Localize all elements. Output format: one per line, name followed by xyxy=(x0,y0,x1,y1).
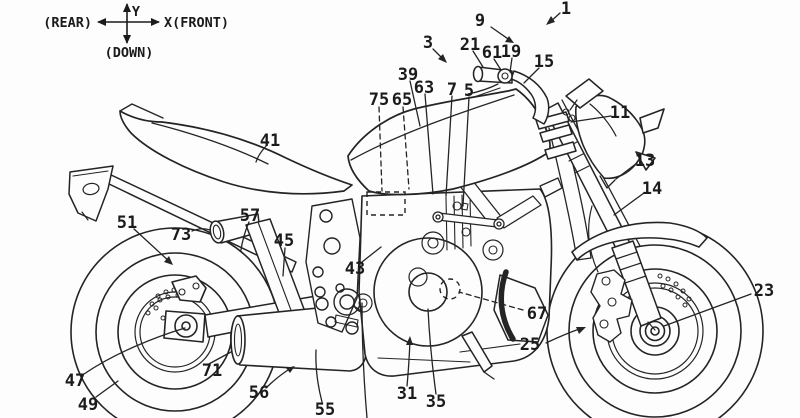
rear-axis-label: (REAR) xyxy=(43,15,92,31)
seat-cowl xyxy=(119,103,353,195)
up-arrowhead xyxy=(123,3,131,12)
part-label-19: 19 xyxy=(501,42,521,62)
part-label-71: 71 xyxy=(202,361,222,381)
triple-clamp xyxy=(535,111,577,160)
leader-lines xyxy=(83,12,752,418)
front-fender xyxy=(571,221,708,261)
part-label-49: 49 xyxy=(78,395,98,415)
handlebar xyxy=(467,65,604,125)
coordinate-compass: (REAR) X(FRONT) Y (DOWN) xyxy=(43,3,229,61)
brake-lever xyxy=(467,83,499,95)
down-axis-label: (DOWN) xyxy=(105,45,154,61)
hidden-part-outlines xyxy=(366,191,461,300)
headlight-cowl xyxy=(575,94,665,189)
rear-axle xyxy=(174,314,198,338)
bar-end xyxy=(472,65,484,83)
lower-cowl xyxy=(461,269,549,380)
part-label-57: 57 xyxy=(240,206,260,226)
hidden-component-box xyxy=(366,191,406,216)
hidden-component-circle xyxy=(439,278,461,300)
part-label-11: 11 xyxy=(610,103,630,123)
part-label-5: 5 xyxy=(464,81,474,101)
part-label-23: 23 xyxy=(754,281,774,301)
part-label-51: 51 xyxy=(117,213,137,233)
part-label-35: 35 xyxy=(426,392,446,412)
part-label-13: 13 xyxy=(635,151,655,171)
part-label-55: 55 xyxy=(315,400,335,418)
handlebar-tube xyxy=(510,70,550,125)
rear-caliper xyxy=(171,275,207,303)
part-label-1: 1 xyxy=(561,0,571,19)
part-label-45: 45 xyxy=(274,231,294,251)
part-label-31: 31 xyxy=(397,384,417,404)
part-label-41: 41 xyxy=(260,131,280,151)
front-arrowhead xyxy=(151,18,160,26)
part-label-47: 47 xyxy=(65,371,85,391)
sidestand xyxy=(461,331,493,373)
front-axis-label: X(FRONT) xyxy=(164,15,229,31)
part-label-61: 61 xyxy=(482,43,502,63)
muffler-end-cap xyxy=(230,315,246,365)
part-label-14: 14 xyxy=(642,179,662,199)
part-label-7: 7 xyxy=(447,80,457,100)
part-label-65: 65 xyxy=(392,90,412,110)
part-label-39: 39 xyxy=(398,65,418,85)
rear-fender-plate xyxy=(68,165,114,222)
part-label-67: 67 xyxy=(527,304,547,324)
part-label-21: 21 xyxy=(460,35,480,55)
crankcase xyxy=(373,237,483,347)
part-label-15: 15 xyxy=(534,52,554,72)
frame-downtube xyxy=(548,127,578,261)
front-brake-caliper xyxy=(590,269,633,343)
part-label-3: 3 xyxy=(423,33,433,53)
cowl-edge-stripe xyxy=(498,269,516,342)
leader-arrowheads xyxy=(164,16,586,373)
part-label-73: 73 xyxy=(171,225,191,245)
tail-light xyxy=(82,182,100,196)
part-label-56: 56 xyxy=(249,383,269,403)
part-label-9: 9 xyxy=(475,11,485,31)
part-label-25: 25 xyxy=(520,335,540,355)
down-arrowhead xyxy=(123,35,131,44)
mirror-mount xyxy=(565,78,604,109)
part-label-63: 63 xyxy=(414,78,434,98)
part-label-43: 43 xyxy=(345,259,365,279)
rear-wheel xyxy=(70,227,280,418)
rear-arrowhead xyxy=(97,18,106,26)
part-label-75: 75 xyxy=(369,90,389,110)
y-axis-label: Y xyxy=(132,4,141,20)
